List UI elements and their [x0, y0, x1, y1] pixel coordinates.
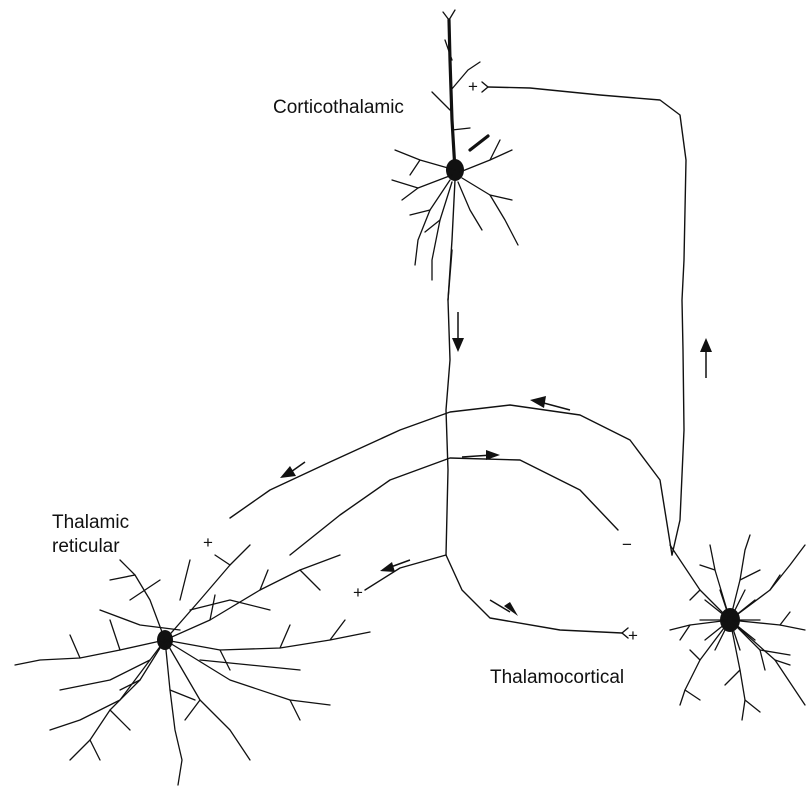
cortex-synapse-sign: +	[468, 77, 478, 96]
corticothalamic-neuron	[392, 10, 518, 555]
thalamocortical-neuron	[670, 535, 805, 720]
reticular-upper-synapse-sign: +	[203, 533, 213, 552]
label-thalamocortical: Thalamocortical	[490, 667, 624, 688]
thalamocortical-inhibitory-sign: −	[622, 535, 632, 554]
corticothalamic-to-thalamocortical-axon	[446, 555, 622, 633]
thalamocortical-excitatory-sign: +	[628, 626, 638, 645]
label-thalamic-reticular-line2: reticular	[52, 536, 120, 557]
reticular-to-thalamocortical-axon	[290, 458, 618, 555]
thalamocortical-to-reticular-axon	[230, 405, 672, 555]
label-thalamic-reticular-line1: Thalamic	[52, 512, 129, 533]
corticothalamic-to-reticular-axon	[365, 555, 446, 590]
label-corticothalamic: Corticothalamic	[273, 97, 404, 118]
reticular-lower-synapse-sign: +	[353, 583, 363, 602]
thalamocortical-ascending-axon	[488, 87, 686, 555]
thalamic-reticular-neuron	[15, 545, 370, 785]
